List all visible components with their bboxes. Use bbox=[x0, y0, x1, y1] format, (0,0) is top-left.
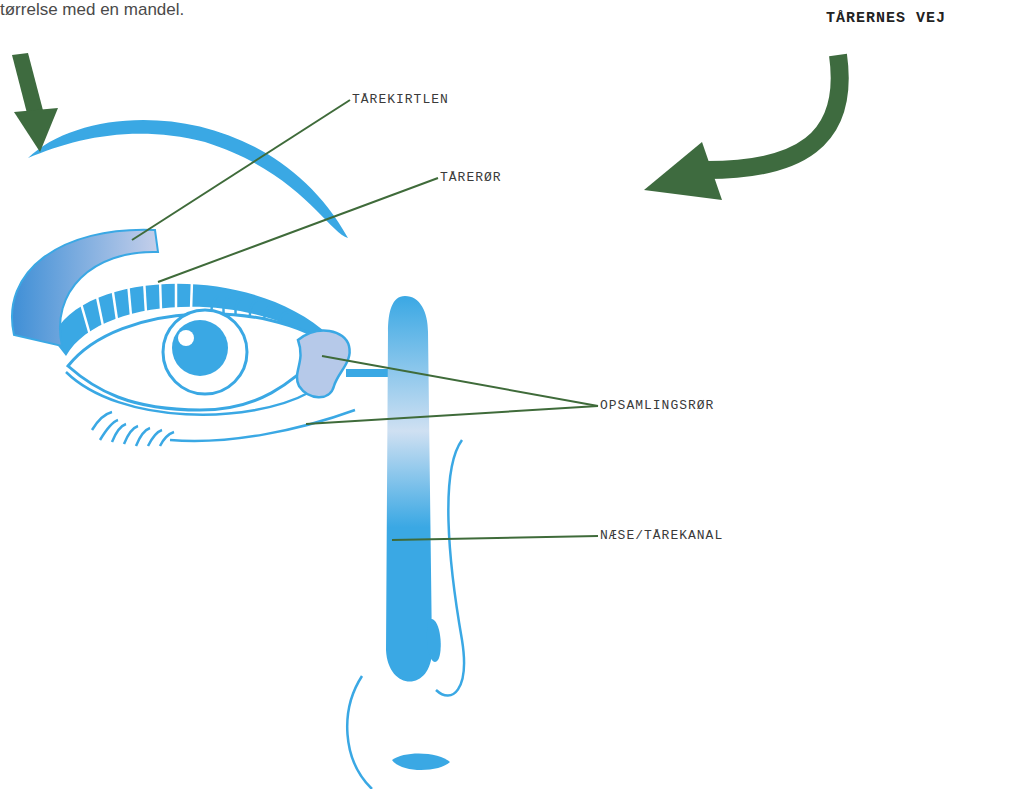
iris bbox=[163, 310, 247, 394]
lower-eyelashes bbox=[92, 412, 174, 446]
nose-outline bbox=[436, 440, 464, 696]
leader-lines bbox=[132, 100, 598, 540]
eye-outline bbox=[68, 314, 330, 410]
lower-lid-line bbox=[170, 410, 355, 441]
nasolacrimal-duct bbox=[386, 296, 432, 682]
part-name: TÅRERØR bbox=[440, 170, 502, 185]
part-name: NÆSE/TÅREKANAL bbox=[600, 528, 723, 543]
lacrimal-sac bbox=[297, 331, 350, 398]
caption-fragment: tørrelse med en mandel. bbox=[0, 0, 184, 20]
part-name: OPSAMLINGSRØR bbox=[600, 398, 714, 413]
part-name: TÅREKIRTLEN bbox=[352, 92, 449, 107]
lip bbox=[392, 753, 450, 770]
connecting-duct bbox=[346, 369, 390, 377]
green-arrow bbox=[644, 55, 840, 200]
cheek-line bbox=[347, 676, 372, 789]
nostril bbox=[427, 619, 441, 662]
green-arrow bbox=[12, 53, 58, 152]
eyebrow bbox=[28, 120, 348, 238]
diagram-title: TÅRERNES VEJ bbox=[826, 10, 946, 27]
pupil-highlight bbox=[178, 330, 194, 346]
pupil bbox=[172, 320, 228, 376]
